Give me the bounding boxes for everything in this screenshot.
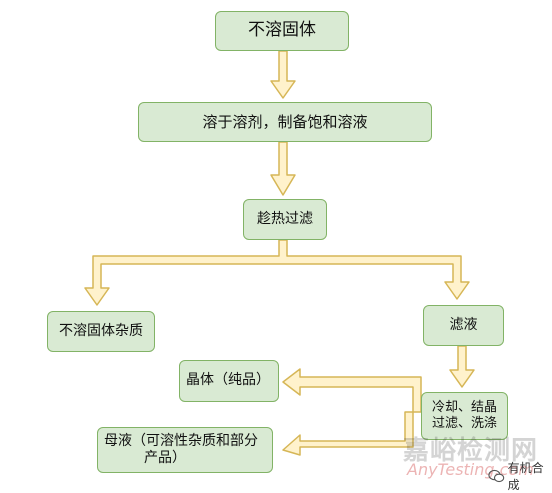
arrow-dissolve-to-filter — [270, 141, 296, 196]
node-filtrate: 滤液 — [423, 305, 504, 346]
arrow-cool-to-mother — [282, 411, 414, 456]
node-insoluble-solid: 不溶固体 — [215, 11, 349, 51]
node-cool-crystallize: 冷却、结晶 过滤、洗涤 — [421, 392, 508, 440]
watermark-site-cn: 嘉峪检测网 — [403, 436, 539, 466]
arrow-filtrate-to-cool — [449, 345, 475, 388]
node-hot-filter: 趁热过滤 — [243, 199, 327, 240]
wechat-icon — [488, 469, 505, 483]
node-insoluble-impurity: 不溶固体杂质 — [47, 311, 155, 352]
arrow-solid-to-dissolve — [270, 50, 296, 99]
watermark-account-label: 有机合成 — [507, 461, 544, 492]
watermark-account: 有机合成 — [488, 459, 552, 493]
arrow-cool-to-crystal — [282, 368, 422, 413]
watermark-site-en: AnyTesting.com — [407, 460, 534, 479]
node-crystal: 晶体（纯品） — [179, 360, 279, 402]
node-dissolve: 溶于溶剂，制备饱和溶液 — [138, 102, 432, 142]
arrow-filter-split — [84, 239, 470, 306]
node-mother-liquor: 母液（可溶性杂质和部分 产品） — [97, 427, 273, 473]
